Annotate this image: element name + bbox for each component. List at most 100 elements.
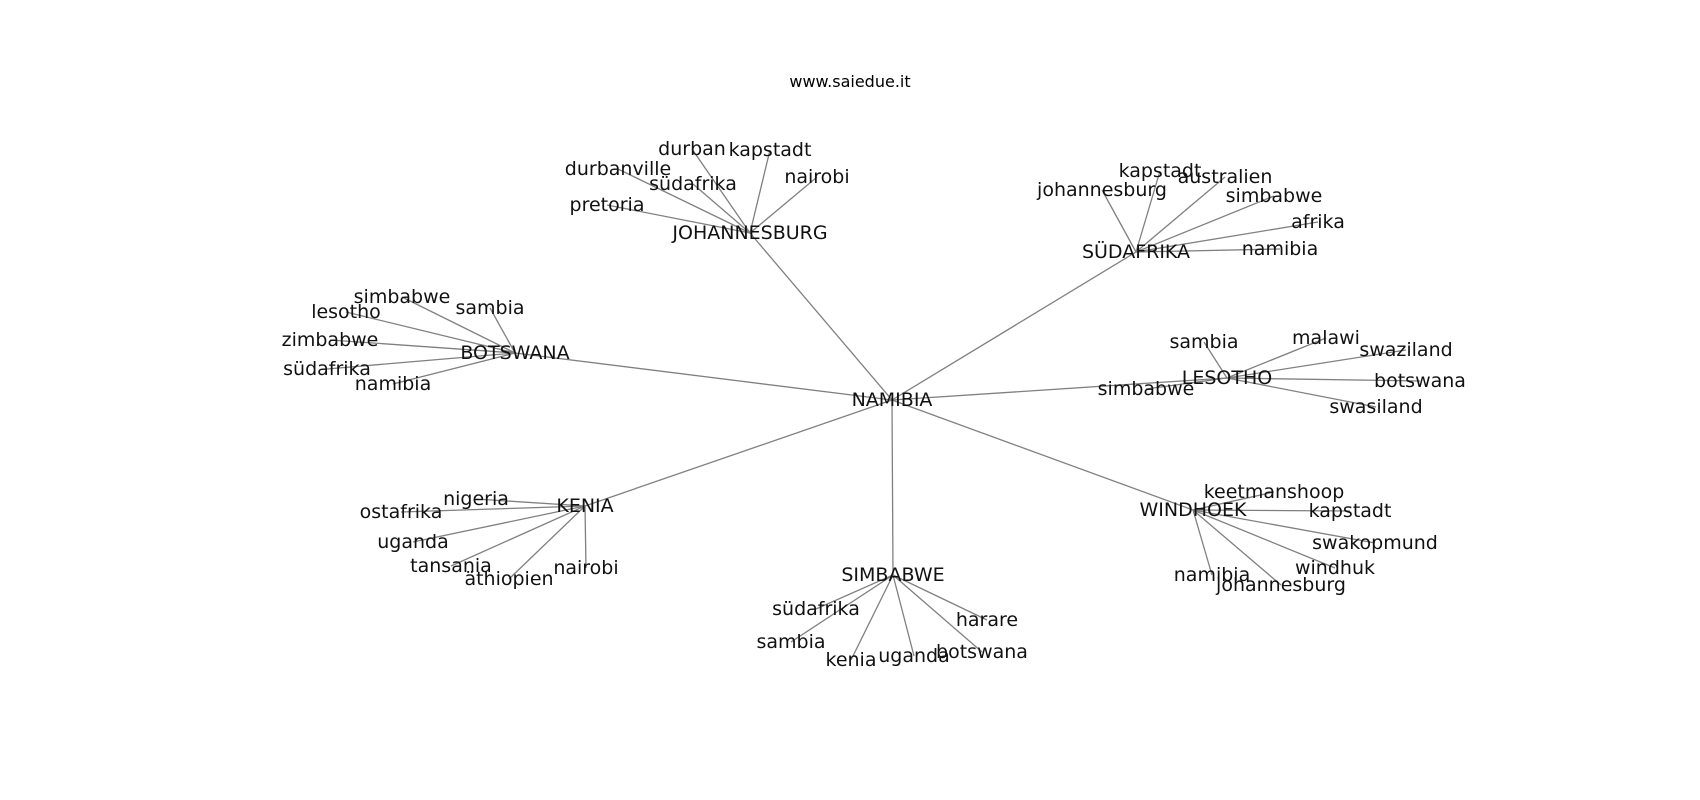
edge-hub-leaf (450, 505, 586, 567)
edge-hub-leaf (326, 352, 516, 370)
edge-hub-leaf (850, 574, 894, 661)
edge-root-hub (891, 399, 894, 576)
edge-hub-leaf (508, 505, 586, 580)
edge-hub-leaf (1192, 491, 1275, 511)
edge-hub-leaf (1135, 248, 1281, 253)
leaf-node-label: namibia (1174, 564, 1250, 586)
edge-hub-leaf (1226, 349, 1407, 379)
leaf-node-label: simbabwe (1098, 378, 1195, 400)
leaf-node-label: durban (658, 138, 726, 160)
edge-hub-leaf (584, 505, 587, 569)
edge-hub-leaf (617, 168, 751, 234)
edge-hub-leaf (892, 574, 988, 621)
leaf-node-label: uganda (377, 531, 449, 553)
leaf-node-label: kenia (826, 649, 877, 671)
leaf-node-label: swakopmund (1312, 532, 1438, 554)
hub-node-label: WINDHOEK (1140, 499, 1247, 521)
leaf-node-label: südafrika (649, 173, 737, 195)
edge-hub-leaf (329, 339, 516, 354)
edge-hub-leaf (1192, 509, 1336, 569)
edge-root-hub (891, 251, 1137, 401)
edge-hub-leaf (489, 307, 516, 354)
edge-hub-leaf (400, 505, 586, 513)
hub-node-label: SIMBABWE (841, 564, 944, 586)
edge-hub-leaf (1192, 509, 1376, 544)
leaf-node-label: äthiopien (464, 568, 553, 590)
leaf-node-label: swasiland (1329, 396, 1422, 418)
edge-root-hub (749, 232, 893, 401)
leaf-node-label: pretoria (570, 194, 645, 216)
leaf-node-label: kapstadt (729, 139, 812, 161)
hub-node-label: SÜDAFRIKA (1082, 240, 1190, 263)
edge-hub-leaf (345, 311, 516, 354)
leaf-node-label: ostafrika (360, 501, 443, 523)
edges (326, 148, 1421, 661)
edge-hub-leaf (1192, 509, 1213, 576)
edge-hub-leaf (1145, 377, 1228, 390)
leaf-node-label: harare (956, 609, 1018, 631)
edge-hub-leaf (412, 505, 586, 543)
edge-hub-leaf (815, 574, 894, 610)
edge-root-hub (891, 399, 1194, 511)
leaf-node-label: simbabwe (354, 286, 451, 308)
edge-hub-leaf (692, 183, 751, 234)
hub-node-label: KENIA (556, 495, 613, 517)
leaf-node-label: tansania (410, 555, 492, 577)
edge-hub-leaf (1226, 337, 1327, 379)
leaf-node-label: nigeria (443, 488, 509, 510)
leaf-node-label: durbanville (565, 158, 671, 180)
edge-hub-leaf (691, 148, 751, 234)
edge-hub-leaf (1135, 195, 1275, 253)
watermark: www.saiedue.it (789, 72, 911, 91)
edge-root-hub (514, 352, 893, 401)
hub-node-label: LESOTHO (1182, 367, 1272, 389)
leaf-node-label: lesotho (311, 301, 381, 323)
edge-hub-leaf (1135, 176, 1226, 253)
leaf-node-label: simbabwe (1226, 185, 1323, 207)
hub-node-label: JOHANNESBURG (671, 222, 827, 244)
leaf-node-label: uganda (878, 645, 950, 667)
edge-hub-leaf (892, 574, 983, 653)
leaf-node-label: nairobi (784, 166, 849, 188)
edge-hub-leaf (1192, 509, 1282, 586)
leaf-node-label: kapstadt (1119, 160, 1202, 182)
edge-hub-leaf (749, 149, 771, 234)
leaf-node-label: südafrika (283, 358, 371, 380)
leaf-node-label: windhuk (1295, 557, 1375, 579)
leaf-node-label: sambia (455, 297, 524, 319)
leaf-node-label: johannesburg (1215, 574, 1346, 596)
leaf-node-label: keetmanshoop (1204, 481, 1345, 503)
leaf-node-label: zimbabwe (282, 329, 379, 351)
edge-hub-leaf (1135, 170, 1161, 253)
leaf-node-label: malawi (1292, 327, 1360, 349)
edge-hub-leaf (475, 498, 586, 507)
leaf-node-label: sambia (756, 631, 825, 653)
leaf-node-label: johannesburg (1036, 179, 1167, 201)
leaf-node-label: afrika (1291, 211, 1345, 233)
edge-hub-leaf (1192, 509, 1351, 512)
leaf-node-label: südafrika (772, 598, 860, 620)
edge-hub-leaf (392, 352, 516, 385)
edge-hub-leaf (606, 204, 751, 234)
edge-hub-leaf (1101, 189, 1137, 253)
leaf-node-label: nairobi (553, 557, 618, 579)
root-node-label: NAMIBIA (852, 389, 933, 411)
leaf-node-label: sambia (1169, 331, 1238, 353)
edge-hub-leaf (790, 574, 894, 643)
leaf-node-label: namibia (1242, 238, 1318, 260)
leaf-node-label: botswana (936, 641, 1028, 663)
edge-hub-leaf (401, 296, 516, 354)
leaf-node-label: kapstadt (1309, 500, 1392, 522)
leaf-node-label: namibia (355, 373, 431, 395)
hub-node-label: BOTSWANA (460, 342, 569, 364)
edge-hub-leaf (1135, 221, 1319, 253)
edge-hub-leaf (749, 176, 818, 234)
edge-root-hub (584, 399, 893, 507)
edge-hub-leaf (1203, 341, 1228, 379)
leaf-node-label: botswana (1374, 370, 1466, 392)
edge-hub-leaf (1226, 377, 1377, 408)
edge-hub-leaf (892, 574, 915, 657)
leaf-node-label: swaziland (1359, 339, 1452, 361)
